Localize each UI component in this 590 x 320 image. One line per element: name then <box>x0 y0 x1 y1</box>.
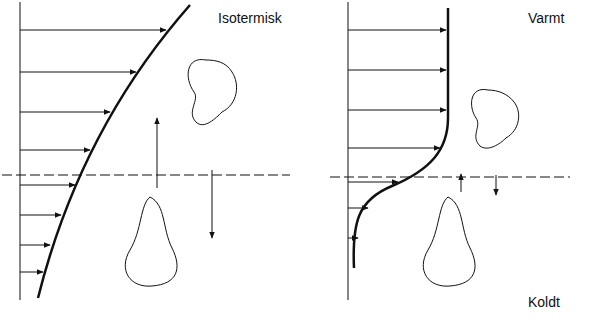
wind-arrows <box>348 30 446 238</box>
height-axis <box>348 2 349 300</box>
eddy-blob <box>472 89 519 148</box>
updraft-arrow <box>461 174 462 192</box>
eddy-blob <box>188 60 236 125</box>
panel-title: Isotermisk <box>216 10 284 26</box>
downdraft-arrow <box>496 175 497 195</box>
eddy-blob <box>125 197 177 286</box>
wind-profile-curve <box>354 8 448 268</box>
reference-level <box>2 175 290 176</box>
wind-arrows <box>20 30 166 272</box>
reference-level <box>330 177 570 178</box>
eddy-blob <box>423 197 475 286</box>
height-axis <box>20 2 21 300</box>
downdraft-arrow <box>212 170 213 238</box>
panel-title: Varmt <box>526 10 566 26</box>
updraft-arrow <box>157 118 158 188</box>
panel-title: Koldt <box>526 294 562 310</box>
wind-profile-curve <box>38 5 190 298</box>
